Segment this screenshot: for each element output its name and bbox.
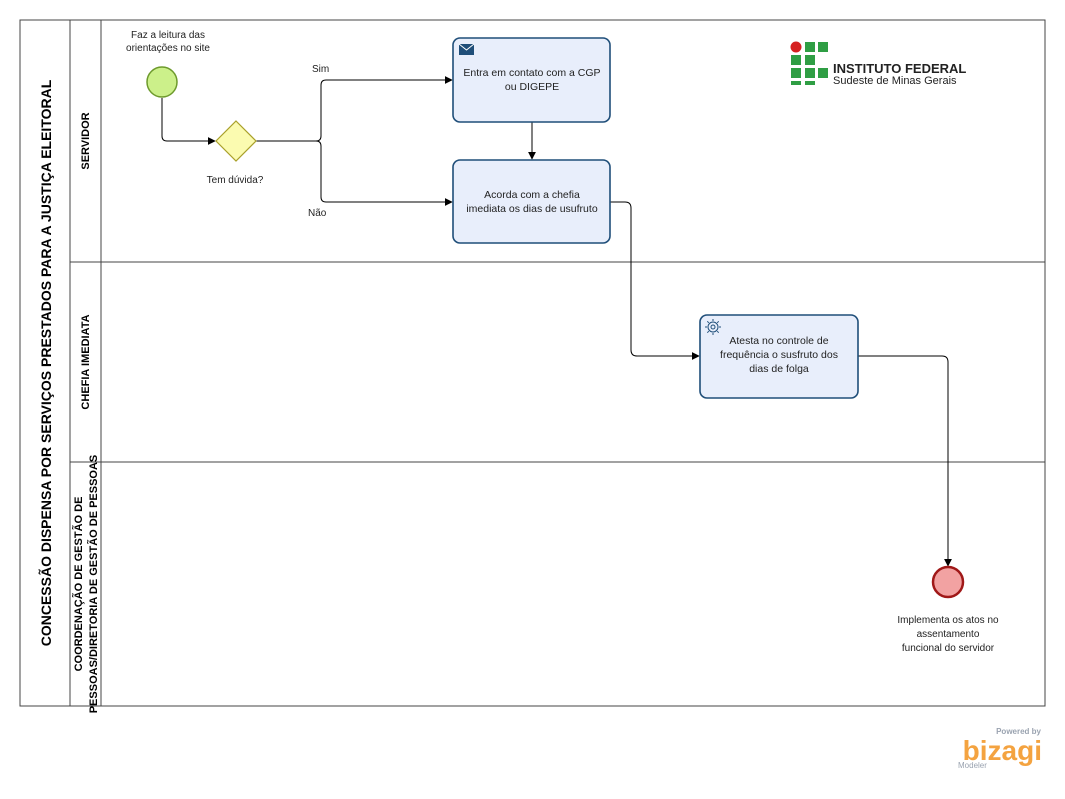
institute-logo: INSTITUTO FEDERAL Sudeste de Minas Gerai… xyxy=(790,41,966,87)
gear-icon xyxy=(705,319,721,335)
logo-title: INSTITUTO FEDERAL xyxy=(833,61,966,76)
task-agree[interactable]: Acorda com a chefia imediata os dias de … xyxy=(452,159,611,244)
gateway-diamond[interactable] xyxy=(215,120,257,162)
task-attest-line3: dias de folga xyxy=(749,363,809,375)
flow-label-no: Não xyxy=(308,208,327,219)
sequence-flows xyxy=(161,76,952,567)
end-event-label-line2: assentamento xyxy=(917,629,980,640)
logo-subtitle: Sudeste de Minas Gerais xyxy=(833,75,957,87)
task-agree-line1: Acorda com a chefia xyxy=(484,189,580,201)
task-agree-line2: imediata os dias de usufruto xyxy=(466,203,597,215)
pool-title: CONCESSÃO DISPENSA POR SERVIÇOS PRESTADO… xyxy=(37,79,54,646)
flow-label-yes: Sim xyxy=(312,64,329,75)
lane-label-chefia: CHEFIA IMEDIATA xyxy=(80,314,92,409)
task-contact-line1: Entra em contato com a CGP xyxy=(463,67,600,79)
watermark-product: Modeler xyxy=(958,761,987,770)
end-event[interactable] xyxy=(931,565,965,599)
lane-label-servidor: SERVIDOR xyxy=(80,112,92,169)
start-event-label-line1: Faz a leitura das xyxy=(131,30,205,41)
end-event-label-line3: funcional do servidor xyxy=(902,643,995,654)
watermark-powered: Powered by xyxy=(996,727,1041,736)
start-event-label-line2: orientações no site xyxy=(126,43,210,54)
end-event-label-line1: Implementa os atos no xyxy=(897,615,999,626)
task-attest-line2: frequência o susfruto dos xyxy=(720,349,838,361)
task-attest-line1: Atesta no controle de xyxy=(729,335,828,347)
task-contact-line2: ou DIGEPE xyxy=(505,81,559,93)
envelope-icon xyxy=(458,43,475,55)
bizagi-watermark: Powered by bizagi Modeler xyxy=(958,727,1042,770)
lane-label-coordenacao-line2: PESSOAS/DIRETORIA DE GESTÃO DE PESSOAS xyxy=(87,455,100,714)
task-contact[interactable]: Entra em contato com a CGP ou DIGEPE xyxy=(452,37,611,123)
watermark-brand: bizagi xyxy=(963,735,1042,766)
task-attest[interactable]: Atesta no controle de frequência o susfr… xyxy=(699,314,859,399)
start-event[interactable] xyxy=(146,66,178,98)
gateway-label: Tem dúvida? xyxy=(207,175,264,186)
lane-label-coordenacao-line1: COORDENAÇÃO DE GESTÃO DE xyxy=(72,497,85,672)
